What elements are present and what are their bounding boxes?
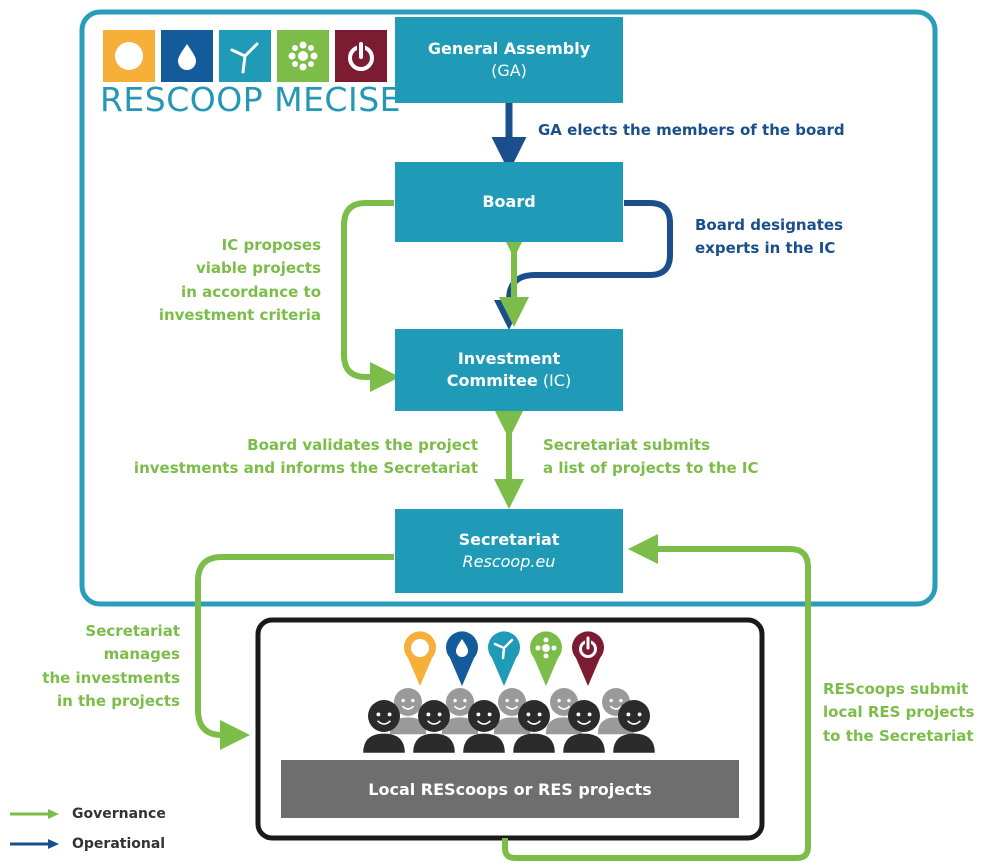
person-icon [613,700,655,753]
water-drop-icon [161,30,213,82]
power-pin-icon [572,631,604,686]
legend-governance: Governance [10,806,166,822]
operational-arrow-icon [10,839,59,849]
person-icon [413,700,455,753]
label-line: the investments [42,668,180,687]
label-secretariat-manages: Secretariat manages the investments in t… [20,620,180,713]
label-board-validates: Board validates the project investments … [76,434,478,481]
arrow-secretariat-manages [195,554,394,750]
water-pin-icon [446,631,478,686]
label-line: a list of projects to the IC [543,459,759,478]
board-title: Board [482,192,536,212]
logo-text: RESCOOP MECISE [100,80,402,119]
sun-icon [103,30,155,82]
ga-sub: (GA) [491,61,527,80]
legend-operational: Operational [10,836,165,852]
label-line: REScoops submit [823,680,969,698]
ga-title: General Assembly [427,39,591,59]
organisation-frame [79,9,938,607]
label-ic-proposes: IC proposes viable projects in accordanc… [135,234,321,327]
local-rescoops-bar: Local REScoops or RES projects [281,760,739,818]
label-secretariat-submits: Secretariat submits a list of projects t… [543,434,759,481]
label-line: experts in the IC [695,239,836,258]
secretariat-title: Secretariat [458,530,560,550]
label-line: in accordance to [181,282,321,301]
power-icon [335,30,387,82]
label-line: manages [103,645,180,664]
ic-title-line1: Investment [457,349,561,369]
legend-governance-label: Governance [72,806,166,822]
investment-committee-box: Investment Commitee (IC) [395,329,623,411]
person-icon [463,700,505,753]
arrow-rescoops-submit [502,534,811,861]
label-line: Board designates [695,216,844,234]
arrow-ic-proposes [341,200,400,392]
wind-turbine-icon [219,30,271,82]
label-line: viable projects [195,259,321,278]
label-line: Board validates the project [247,436,478,454]
biomass-pin-icon [530,631,562,686]
label-rescoops-submit: REScoops submit local RES projects to th… [823,678,974,748]
secretariat-box: Secretariat Rescoop.eu [395,509,623,593]
label-line: Secretariat submits [543,436,710,454]
label-line: Secretariat [85,622,180,640]
wind-pin-icon [488,631,520,686]
logo-icons [103,30,387,82]
label-line: IC proposes [221,236,321,254]
person-icon [513,700,555,753]
label-line: to the Secretariat [823,726,974,745]
energy-pins [404,631,604,686]
label-ga-elects: GA elects the members of the board [538,121,845,139]
people-illustration [363,688,655,753]
ic-title-line2: Commitee [446,371,538,390]
label-line: in the projects [56,691,180,710]
person-icon [563,700,605,753]
label-line: investments and informs the Secretariat [133,459,478,478]
biomass-icon [277,30,329,82]
governance-arrow-icon [10,809,59,819]
person-icon [363,700,405,753]
secretariat-sub: Rescoop.eu [462,552,556,571]
legend-operational-label: Operational [72,836,166,852]
board-box: Board [395,162,623,242]
general-assembly-box: General Assembly (GA) [395,17,623,103]
sun-pin-icon [404,631,436,686]
label-line: investment criteria [158,305,321,324]
label-line: local RES projects [823,703,975,722]
ic-abbr: (IC) [542,371,572,390]
label-board-designates: Board designates experts in the IC [695,214,843,261]
